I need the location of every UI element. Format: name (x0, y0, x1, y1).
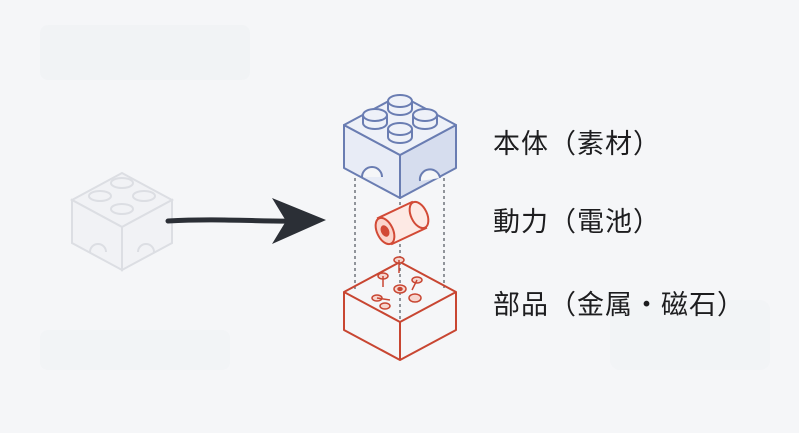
ghost-lego-brick-icon (69, 171, 175, 272)
small-parts (371, 256, 423, 310)
screw-icon (371, 256, 423, 302)
label-body: 本体（素材） (493, 129, 661, 160)
battery-icon (374, 200, 430, 246)
arrow-icon (165, 198, 326, 244)
label-parts: 部品（金属・磁石） (493, 290, 745, 321)
magnet-icon (379, 284, 422, 310)
background-texture (40, 25, 770, 370)
lego-brick-icon (343, 94, 457, 199)
open-box-icon (343, 261, 457, 361)
label-power: 動力（電池） (493, 207, 661, 238)
